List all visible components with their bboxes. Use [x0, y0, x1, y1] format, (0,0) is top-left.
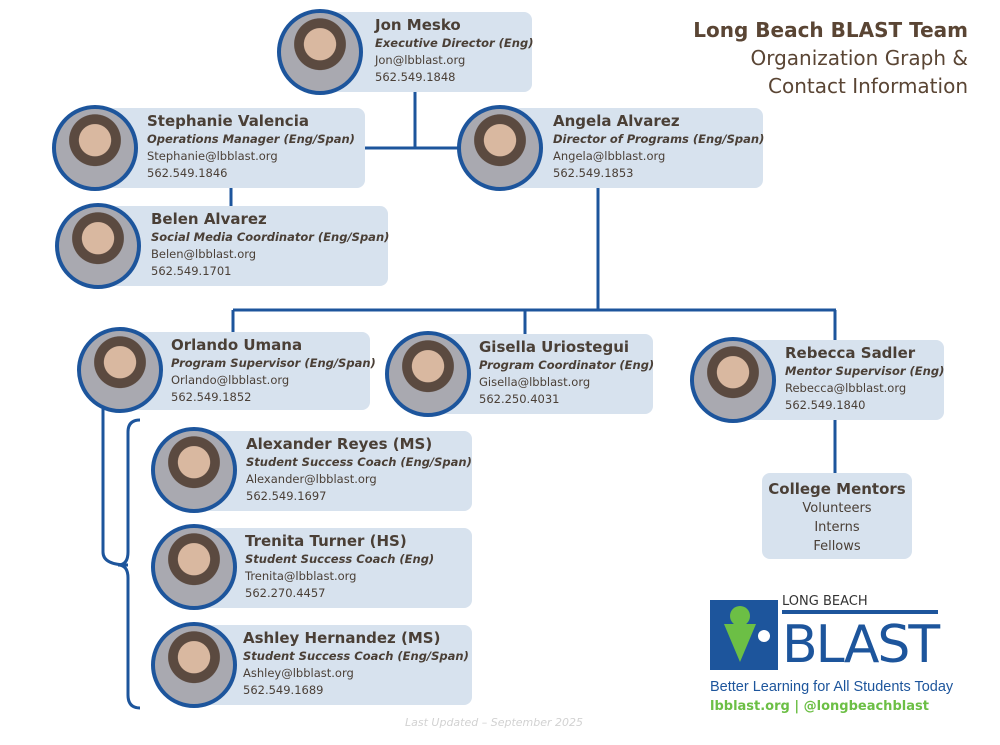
person-phone: 562.549.1689	[243, 683, 324, 697]
person-role: Student Success Coach (Eng)	[245, 552, 435, 566]
person-role: Social Media Coordinator (Eng/Span)	[151, 230, 390, 244]
mentors-item: Interns	[814, 520, 860, 535]
avatar	[151, 524, 237, 610]
person-role: Director of Programs (Eng/Span)	[553, 132, 765, 146]
person-name: Jon Mesko	[375, 16, 461, 34]
person-name: Belen Alvarez	[151, 210, 267, 228]
college-mentors-box: College Mentors Volunteers Interns Fello…	[762, 473, 912, 559]
person-name: Stephanie Valencia	[147, 112, 309, 130]
person-role: Operations Manager (Eng/Span)	[147, 132, 355, 146]
person-name: Ashley Hernandez (MS)	[243, 629, 441, 647]
avatar	[385, 331, 471, 417]
card-box	[95, 108, 365, 188]
person-email[interactable]: Alexander@lbblast.org	[246, 472, 377, 486]
logo-top-text: LONG BEACH	[782, 594, 868, 609]
card-box	[194, 625, 472, 705]
person-phone: 562.549.1846	[147, 166, 228, 180]
person-phone: 562.549.1852	[171, 390, 252, 404]
person-email[interactable]: Ashley@lbblast.org	[243, 666, 354, 680]
avatar	[151, 427, 237, 513]
avatar	[277, 9, 363, 95]
last-updated: Last Updated – September 2025	[405, 716, 584, 729]
person-role: Mentor Supervisor (Eng)	[785, 364, 945, 378]
person-email[interactable]: Stephanie@lbblast.org	[147, 149, 278, 163]
person-role: Program Supervisor (Eng/Span)	[171, 356, 376, 370]
person-email[interactable]: Angela@lbblast.org	[553, 149, 666, 163]
person-role: Program Coordinator (Eng)	[479, 358, 655, 372]
person-phone: 562.250.4031	[479, 392, 560, 406]
avatar	[151, 622, 237, 708]
person-name: Orlando Umana	[171, 336, 303, 354]
avatar	[52, 105, 138, 191]
avatar	[55, 203, 141, 289]
person-name: Rebecca Sadler	[785, 344, 916, 362]
logo-figure-icon	[710, 600, 778, 670]
card-box	[500, 108, 763, 188]
person-role: Student Success Coach (Eng/Span)	[243, 649, 469, 663]
person-phone: 562.549.1848	[375, 70, 456, 84]
mentors-title: College Mentors	[768, 480, 906, 498]
person-phone: 562.549.1853	[553, 166, 634, 180]
person-email[interactable]: Orlando@lbblast.org	[171, 373, 290, 387]
avatar	[77, 327, 163, 413]
person-email[interactable]: Gisella@lbblast.org	[479, 375, 591, 389]
person-email[interactable]: Jon@lbblast.org	[375, 53, 466, 67]
person-phone: 562.549.1840	[785, 398, 866, 412]
person-phone: 562.549.1701	[151, 264, 232, 278]
person-phone: 562.270.4457	[245, 586, 326, 600]
person-role: Student Success Coach (Eng/Span)	[246, 455, 472, 469]
person-name: Gisella Uriostegui	[479, 338, 630, 356]
avatar	[690, 337, 776, 423]
card-box	[194, 431, 472, 511]
mentors-item: Fellows	[813, 539, 861, 554]
logo-main-text: BLAST	[782, 610, 940, 676]
person-email[interactable]: Trenita@lbblast.org	[245, 569, 357, 583]
person-role: Executive Director (Eng)	[375, 36, 534, 50]
person-email[interactable]: Rebecca@lbblast.org	[785, 381, 907, 395]
person-name: Angela Alvarez	[553, 112, 680, 130]
person-name: Alexander Reyes (MS)	[246, 435, 433, 453]
card-box	[98, 206, 388, 286]
logo-links[interactable]: lbblast.org | @longbeachblast	[710, 699, 929, 714]
person-name: Trenita Turner (HS)	[245, 532, 407, 550]
person-phone: 562.549.1697	[246, 489, 327, 503]
blast-logo: LONG BEACH BLAST Better Learning for All…	[710, 594, 970, 715]
logo-tagline: Better Learning for All Students Today	[710, 679, 954, 695]
person-email[interactable]: Belen@lbblast.org	[151, 247, 257, 261]
card-box	[194, 528, 472, 608]
avatar	[457, 105, 543, 191]
mentors-item: Volunteers	[802, 501, 872, 516]
